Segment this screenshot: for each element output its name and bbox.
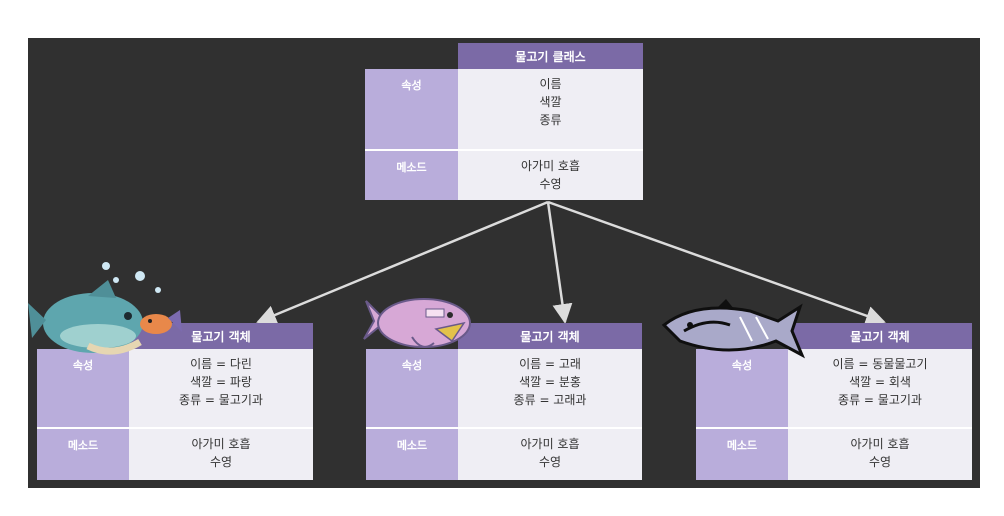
object-box-1: 물고기 객체 속성 이름 = 다린 색깔 = 파랑 종류 = 물고기과 메소드 …: [37, 323, 313, 480]
object-2-attr-kind: 종류 = 고래과: [513, 393, 587, 407]
object-3-method-values: 아가미 호흡 수영: [788, 429, 972, 480]
class-attr-kind: 종류: [539, 113, 562, 127]
class-attr-color: 색깔: [539, 95, 562, 109]
object-3-method-gill: 아가미 호흡: [850, 437, 910, 451]
object-3-method-swim: 수영: [868, 455, 892, 469]
class-attr-values: 이름 색깔 종류: [458, 69, 643, 149]
class-method-label: 메소드: [365, 151, 458, 200]
object-2-method-swim: 수영: [538, 455, 562, 469]
object-3-attr-label: 속성: [696, 349, 788, 427]
arrow-to-object-3: [547, 200, 886, 326]
object-2-attr-values: 이름 = 고래 색깔 = 분홍 종류 = 고래과: [458, 349, 642, 427]
object-1-attr-color: 색깔 = 파랑: [190, 375, 252, 389]
object-1-attr-label: 속성: [37, 349, 129, 427]
gray-fish-icon: [661, 299, 806, 359]
object-1-method-values: 아가미 호흡 수영: [129, 429, 313, 480]
object-2-attr-name: 이름 = 고래: [519, 357, 581, 371]
blue-fish-icon: [28, 262, 182, 355]
object-1-attr-values: 이름 = 다린 색깔 = 파랑 종류 = 물고기과: [129, 349, 313, 427]
object-2-method-values: 아가미 호흡 수영: [458, 429, 642, 480]
object-box-3: 물고기 객체 속성 이름 = 동물물고기 색깔 = 회색 종류 = 물고기과 메…: [696, 323, 972, 480]
class-attr-label: 속성: [365, 69, 458, 149]
object-1-method-gill: 아가미 호흡: [191, 437, 251, 451]
object-2-attr-label: 속성: [366, 349, 458, 427]
object-3-attr-color: 색깔 = 회색: [849, 375, 911, 389]
object-2-method-gill: 아가미 호흡: [520, 437, 580, 451]
arrow-to-object-2: [546, 201, 573, 324]
object-box-2: 물고기 객체 속성 이름 = 고래 색깔 = 분홍 종류 = 고래과 메소드 아…: [366, 323, 642, 480]
class-method-gill: 아가미 호흡: [520, 159, 580, 173]
class-method-values: 아가미 호흡 수영: [458, 151, 643, 200]
object-3-title: 물고기 객체: [788, 323, 972, 349]
object-1-attr-name: 이름 = 다린: [190, 357, 252, 371]
class-attr-name: 이름: [539, 77, 562, 91]
class-box: 물고기 클래스 속성 이름 색깔 종류 메소드 아가미 호흡 수영: [365, 43, 643, 200]
arrow-to-object-1: [256, 200, 549, 325]
object-2-attr-color: 색깔 = 분홍: [519, 375, 581, 389]
object-1-method-label: 메소드: [37, 429, 129, 480]
object-1-method-swim: 수영: [209, 455, 233, 469]
class-method-swim: 수영: [539, 177, 562, 191]
pink-whale-icon: [363, 298, 471, 348]
object-1-attr-kind: 종류 = 물고기과: [179, 393, 263, 407]
object-3-attr-kind: 종류 = 물고기과: [838, 393, 922, 407]
class-box-title: 물고기 클래스: [458, 43, 643, 69]
object-3-method-label: 메소드: [696, 429, 788, 480]
object-2-method-label: 메소드: [366, 429, 458, 480]
object-3-attr-values: 이름 = 동물물고기 색깔 = 회색 종류 = 물고기과: [788, 349, 972, 427]
object-2-title: 물고기 객체: [458, 323, 642, 349]
object-3-attr-name: 이름 = 동물물고기: [832, 357, 928, 371]
